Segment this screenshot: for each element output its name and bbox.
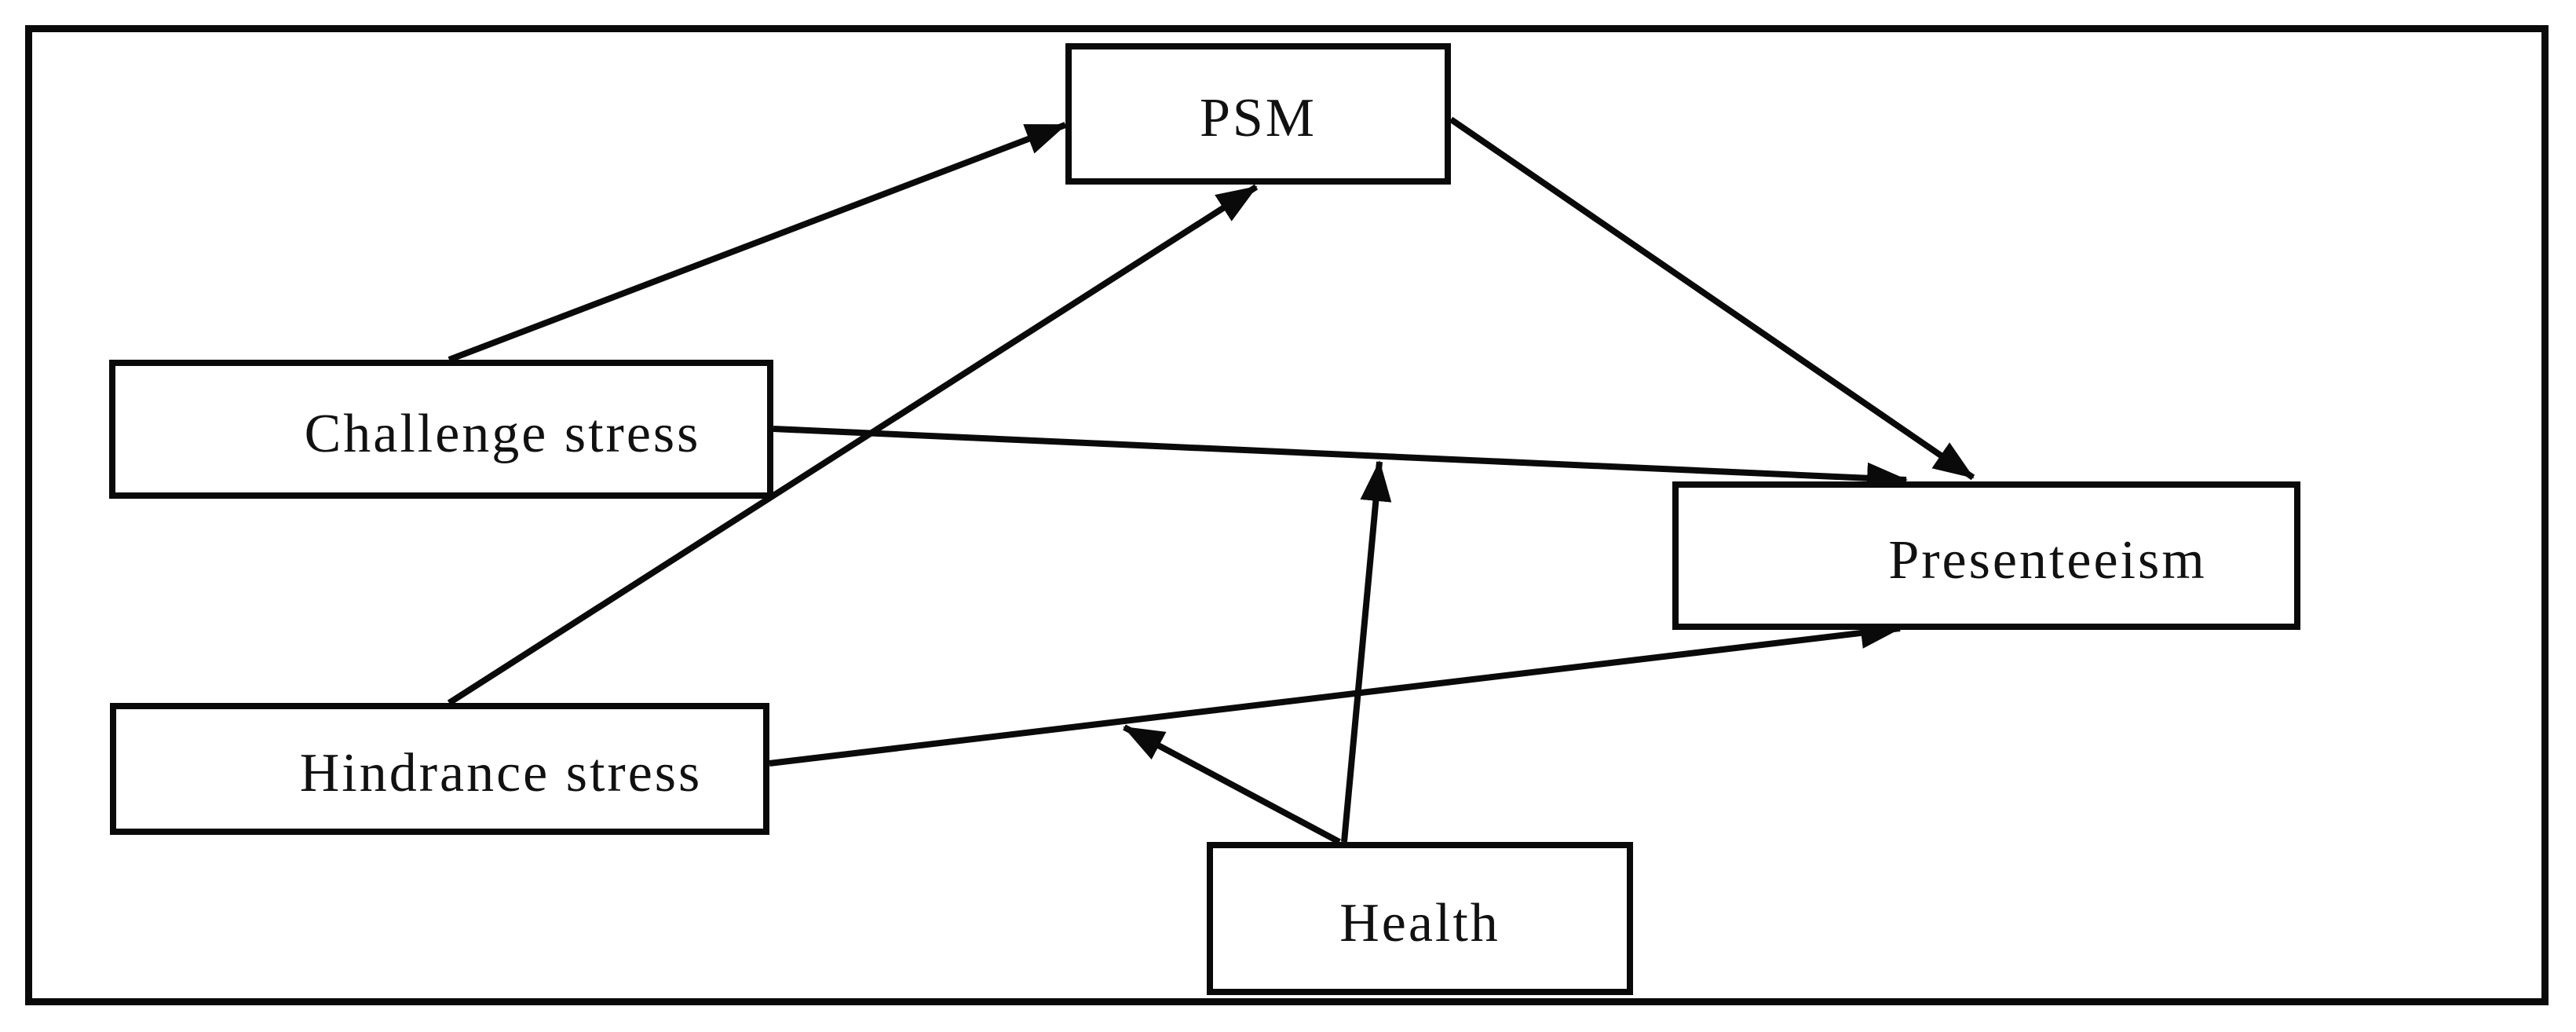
arrow-challenge-to-psm [448,122,1067,363]
node-health: Health [1207,842,1633,995]
node-psm-label: PSM [1199,88,1317,148]
arrow-hindrance-to-presenteeism [769,617,1902,767]
arrow-health-to-hindrance-presenteeism-path [1123,724,1341,845]
arrow-hindrance-to-psm [447,184,1259,706]
arrow-health-to-challenge-presenteeism-path [1341,460,1392,843]
node-hindrance-stress-label: Hindrance stress [299,743,703,803]
node-psm: PSM [1065,43,1451,185]
arrow-challenge-to-presenteeism [773,426,1908,494]
arrow-psm-to-presenteeism [1449,116,1975,481]
node-presenteeism: Presenteeism [1672,481,2300,630]
node-presenteeism-label: Presenteeism [1888,529,2207,591]
node-health-label: Health [1339,892,1500,953]
node-challenge-stress-label: Challenge stress [304,403,701,464]
node-challenge-stress: Challenge stress [109,360,773,499]
node-hindrance-stress: Hindrance stress [110,703,769,835]
